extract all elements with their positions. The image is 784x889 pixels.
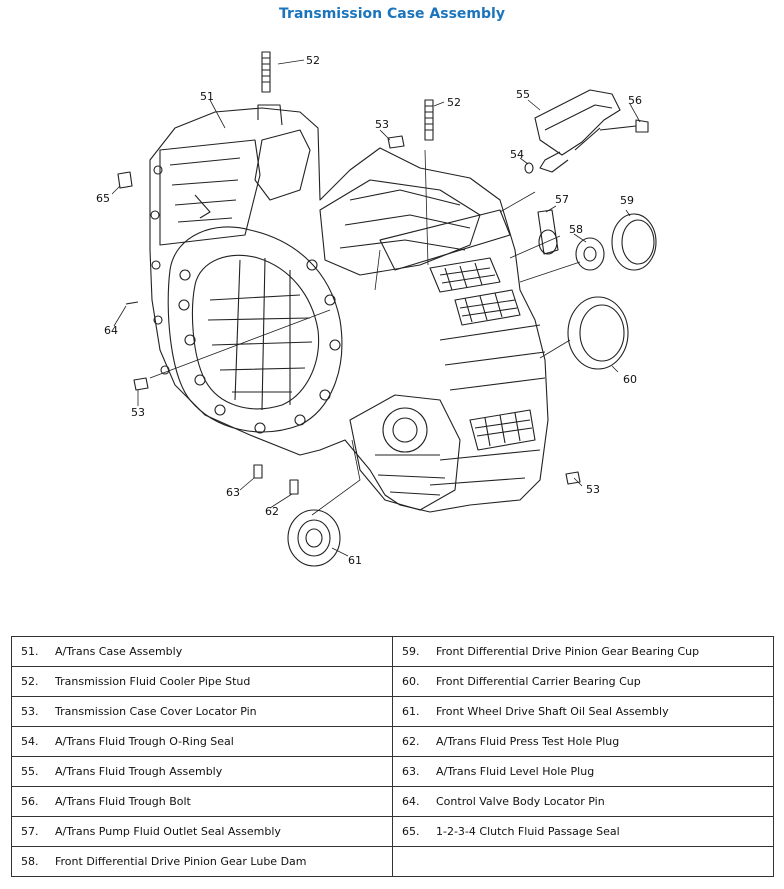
legend-cell: 64. Control Valve Body Locator Pin xyxy=(392,786,774,817)
legend-row: 54. A/Trans Fluid Trough O-Ring Seal 62. A… xyxy=(11,726,774,757)
legend-cell: 52. Transmission Fluid Cooler Pipe Stud xyxy=(11,666,393,697)
callout-55: 55 xyxy=(516,88,530,101)
legend-cell: 65. 1-2-3-4 Clutch Fluid Passage Seal xyxy=(392,816,774,847)
legend-number: 65. xyxy=(402,825,420,838)
callout-62: 62 xyxy=(265,505,279,518)
transmission-case-diagram: 51 52 52 53 53 53 54 55 56 57 58 59 60 6… xyxy=(96,51,657,567)
legend-row: 52. Transmission Fluid Cooler Pipe Stud 6… xyxy=(11,666,774,697)
valve-cover xyxy=(159,139,261,246)
part-59-bearing-cup xyxy=(611,213,657,271)
legend-row: 58. Front Differential Drive Pinion Gear … xyxy=(11,846,774,877)
legend-number: 64. xyxy=(402,795,420,808)
callout-52: 52 xyxy=(447,96,461,109)
legend-number: 53. xyxy=(21,705,39,718)
legend-text: A/Trans Pump Fluid Outlet Seal Assembly xyxy=(55,825,281,838)
legend-cell: 62. A/Trans Fluid Press Test Hole Plug xyxy=(392,726,774,757)
legend-number: 62. xyxy=(402,735,420,748)
bellhousing-inner xyxy=(191,254,320,410)
legend-text: Front Differential Drive Pinion Gear Bea… xyxy=(436,645,700,658)
legend-row: 56. A/Trans Fluid Trough Bolt 64. Control … xyxy=(11,786,774,817)
legend-text: A/Trans Fluid Trough O-Ring Seal xyxy=(55,735,234,748)
lower-housing xyxy=(349,394,461,511)
legend-text: Front Differential Drive Pinion Gear Lub… xyxy=(55,855,307,868)
parts-legend-table: 51. A/Trans Case Assembly 59. Front Differ… xyxy=(11,636,774,877)
vent-grille-1 xyxy=(429,257,501,293)
legend-text: 1-2-3-4 Clutch Fluid Passage Seal xyxy=(436,825,620,838)
legend-number: 60. xyxy=(402,675,420,688)
legend-cell: 54. A/Trans Fluid Trough O-Ring Seal xyxy=(11,726,393,757)
callout-65: 65 xyxy=(96,192,110,205)
legend-cell: 58. Front Differential Drive Pinion Gear … xyxy=(11,846,393,877)
legend-cell: 55. A/Trans Fluid Trough Assembly xyxy=(11,756,393,787)
callout-59: 59 xyxy=(620,194,634,207)
legend-number: 56. xyxy=(21,795,39,808)
legend-text: Control Valve Body Locator Pin xyxy=(436,795,605,808)
shaft-housing xyxy=(319,179,481,276)
legend-cell: 61. Front Wheel Drive Shaft Oil Seal Asse… xyxy=(392,696,774,727)
part-55-trough xyxy=(534,89,621,156)
vent-grille-3 xyxy=(469,409,536,451)
legend-row: 57. A/Trans Pump Fluid Outlet Seal Assemb… xyxy=(11,816,774,847)
legend-cell: 56. A/Trans Fluid Trough Bolt xyxy=(11,786,393,817)
part-52-stud-right xyxy=(424,99,434,141)
legend-text: Front Differential Carrier Bearing Cup xyxy=(436,675,641,688)
callout-60: 60 xyxy=(623,373,637,386)
legend-text: Transmission Fluid Cooler Pipe Stud xyxy=(55,675,251,688)
callout-64: 64 xyxy=(104,324,118,337)
callout-63: 63 xyxy=(226,486,240,499)
callout-58: 58 xyxy=(569,223,583,236)
legend-number: 52. xyxy=(21,675,39,688)
part-52-stud-left xyxy=(261,51,271,93)
legend-cell: 60. Front Differential Carrier Bearing Cu… xyxy=(392,666,774,697)
callout-56: 56 xyxy=(628,94,642,107)
page-title: Transmission Case Assembly xyxy=(279,6,505,22)
legend-number: 55. xyxy=(21,765,39,778)
legend-text: A/Trans Case Assembly xyxy=(55,645,183,658)
callout-51: 51 xyxy=(200,90,214,103)
callout-54: 54 xyxy=(510,148,524,161)
legend-cell: 63. A/Trans Fluid Level Hole Plug xyxy=(392,756,774,787)
callout-53: 53 xyxy=(375,118,389,131)
legend-text: A/Trans Fluid Level Hole Plug xyxy=(436,765,595,778)
vent-grille-2 xyxy=(454,289,521,326)
legend-text: A/Trans Fluid Press Test Hole Plug xyxy=(436,735,620,748)
legend-text: A/Trans Fluid Trough Assembly xyxy=(55,765,223,778)
legend-text: Front Wheel Drive Shaft Oil Seal Assembl… xyxy=(436,705,669,718)
legend-number: 63. xyxy=(402,765,420,778)
callout-57: 57 xyxy=(555,193,569,206)
callout-53: 53 xyxy=(586,483,600,496)
legend-row: 53. Transmission Case Cover Locator Pin 6… xyxy=(11,696,774,727)
bellhousing-flange xyxy=(167,226,343,433)
legend-cell: 51. A/Trans Case Assembly xyxy=(11,636,393,667)
legend-number: 59. xyxy=(402,645,420,658)
legend-cell: 59. Front Differential Drive Pinion Gear … xyxy=(392,636,774,667)
legend-number: 51. xyxy=(21,645,39,658)
legend-number: 54. xyxy=(21,735,39,748)
legend-number: 58. xyxy=(21,855,39,868)
legend-row: 51. A/Trans Case Assembly 59. Front Differ… xyxy=(11,636,774,667)
callout-52: 52 xyxy=(306,54,320,67)
legend-cell-empty xyxy=(392,846,774,877)
part-61-oil-seal xyxy=(287,509,341,567)
legend-cell: 57. A/Trans Pump Fluid Outlet Seal Assemb… xyxy=(11,816,393,847)
part-58-lube-dam xyxy=(575,237,605,271)
legend-cell: 53. Transmission Case Cover Locator Pin xyxy=(11,696,393,727)
callout-53: 53 xyxy=(131,406,145,419)
callout-61: 61 xyxy=(348,554,362,567)
legend-number: 57. xyxy=(21,825,39,838)
part-60-bearing-cup xyxy=(567,296,629,370)
legend-text: A/Trans Fluid Trough Bolt xyxy=(55,795,191,808)
legend-text: Transmission Case Cover Locator Pin xyxy=(55,705,257,718)
part-57-seal xyxy=(537,209,559,255)
case-housing-outline xyxy=(149,107,549,513)
legend-row: 55. A/Trans Fluid Trough Assembly 63. A/Tr… xyxy=(11,756,774,787)
legend-number: 61. xyxy=(402,705,420,718)
